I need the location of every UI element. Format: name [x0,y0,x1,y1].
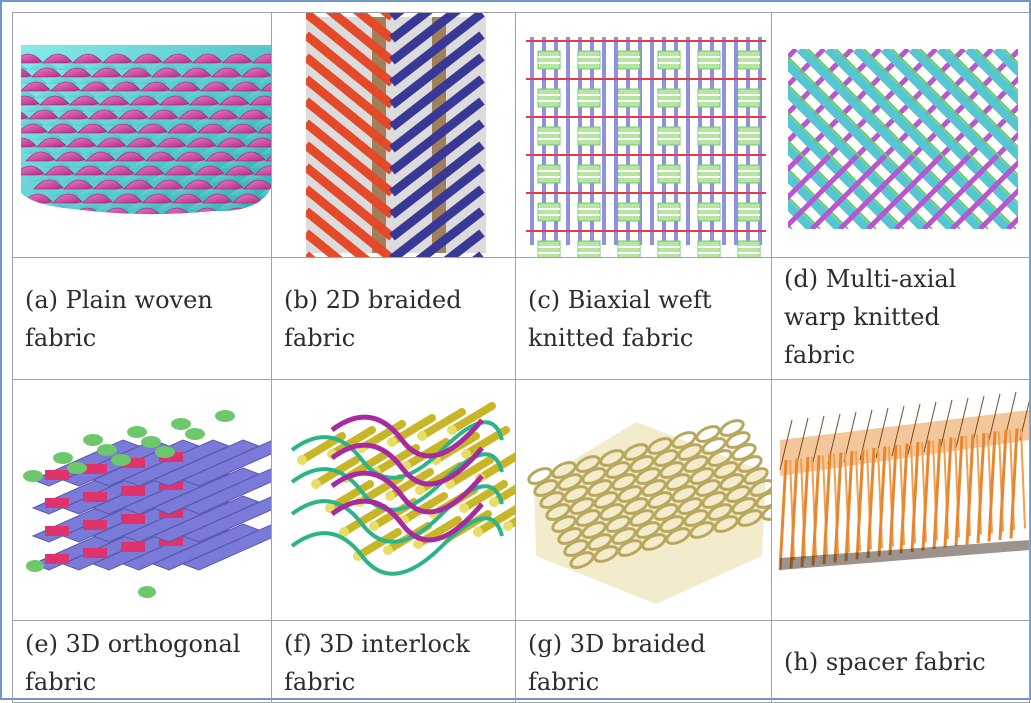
panel-d-label-cell: (d) Multi-axial warp knitted fabric [771,257,1030,380]
panel-h-label: (h) spacer fabric [784,647,986,676]
panel-h-image-cell [771,379,1030,621]
panel-a-label-cell: (a) Plain woven fabric [12,257,272,380]
panel-g-image-cell [515,379,772,621]
panel-e-image-cell [12,379,272,621]
panel-d-image-cell [771,12,1030,258]
spacer-fabric-figure [778,391,1029,571]
panel-e-label: (e) 3D orthogonal fabric [25,630,241,696]
panel-a-image-cell [12,12,272,258]
panel-g-label-cell: (g) 3D braided fabric [515,620,772,703]
label-row-3d-fabrics: (e) 3D orthogonal fabric (f) 3D interloc… [12,620,1030,703]
panel-h-label-cell: (h) spacer fabric [771,620,1030,703]
panel-a-label: (a) Plain woven fabric [25,285,213,352]
panel-f-label-cell: (f) 3D interlock fabric [271,620,516,703]
panel-c-image-cell [515,12,772,258]
label-row-2d-fabrics: (a) Plain woven fabric (b) 2D braided fa… [12,257,1030,380]
panel-c-label-cell: (c) Biaxial weft knitted fabric [515,257,772,380]
panel-g-label: (g) 3D braided fabric [528,630,706,696]
image-row-2d-fabrics [12,12,1030,258]
image-row-3d-fabrics [12,379,1030,621]
3d-interlock-fabric-figure [290,402,515,576]
3d-orthogonal-fabric-figure [23,410,271,598]
multi-axial-warp-knitted-fabric-figure [788,49,1018,229]
plain-woven-fabric-figure [21,45,271,215]
panel-f-image-cell [271,379,516,621]
panel-e-label-cell: (e) 3D orthogonal fabric [12,620,272,703]
panel-b-label-cell: (b) 2D braided fabric [271,257,516,380]
panel-c-label: (c) Biaxial weft knitted fabric [528,285,712,352]
panel-d-label: (d) Multi-axial warp knitted fabric [784,265,957,369]
panel-b-image-cell [271,12,516,258]
3d-braided-fabric-figure [527,419,771,604]
panel-f-label: (f) 3D interlock fabric [284,630,470,696]
biaxial-weft-knitted-fabric-figure [526,37,766,257]
2d-braided-fabric-figure [272,13,515,257]
panel-b-label: (b) 2D braided fabric [284,285,462,352]
fabric-type-grid: (a) Plain woven fabric (b) 2D braided fa… [12,12,1030,703]
